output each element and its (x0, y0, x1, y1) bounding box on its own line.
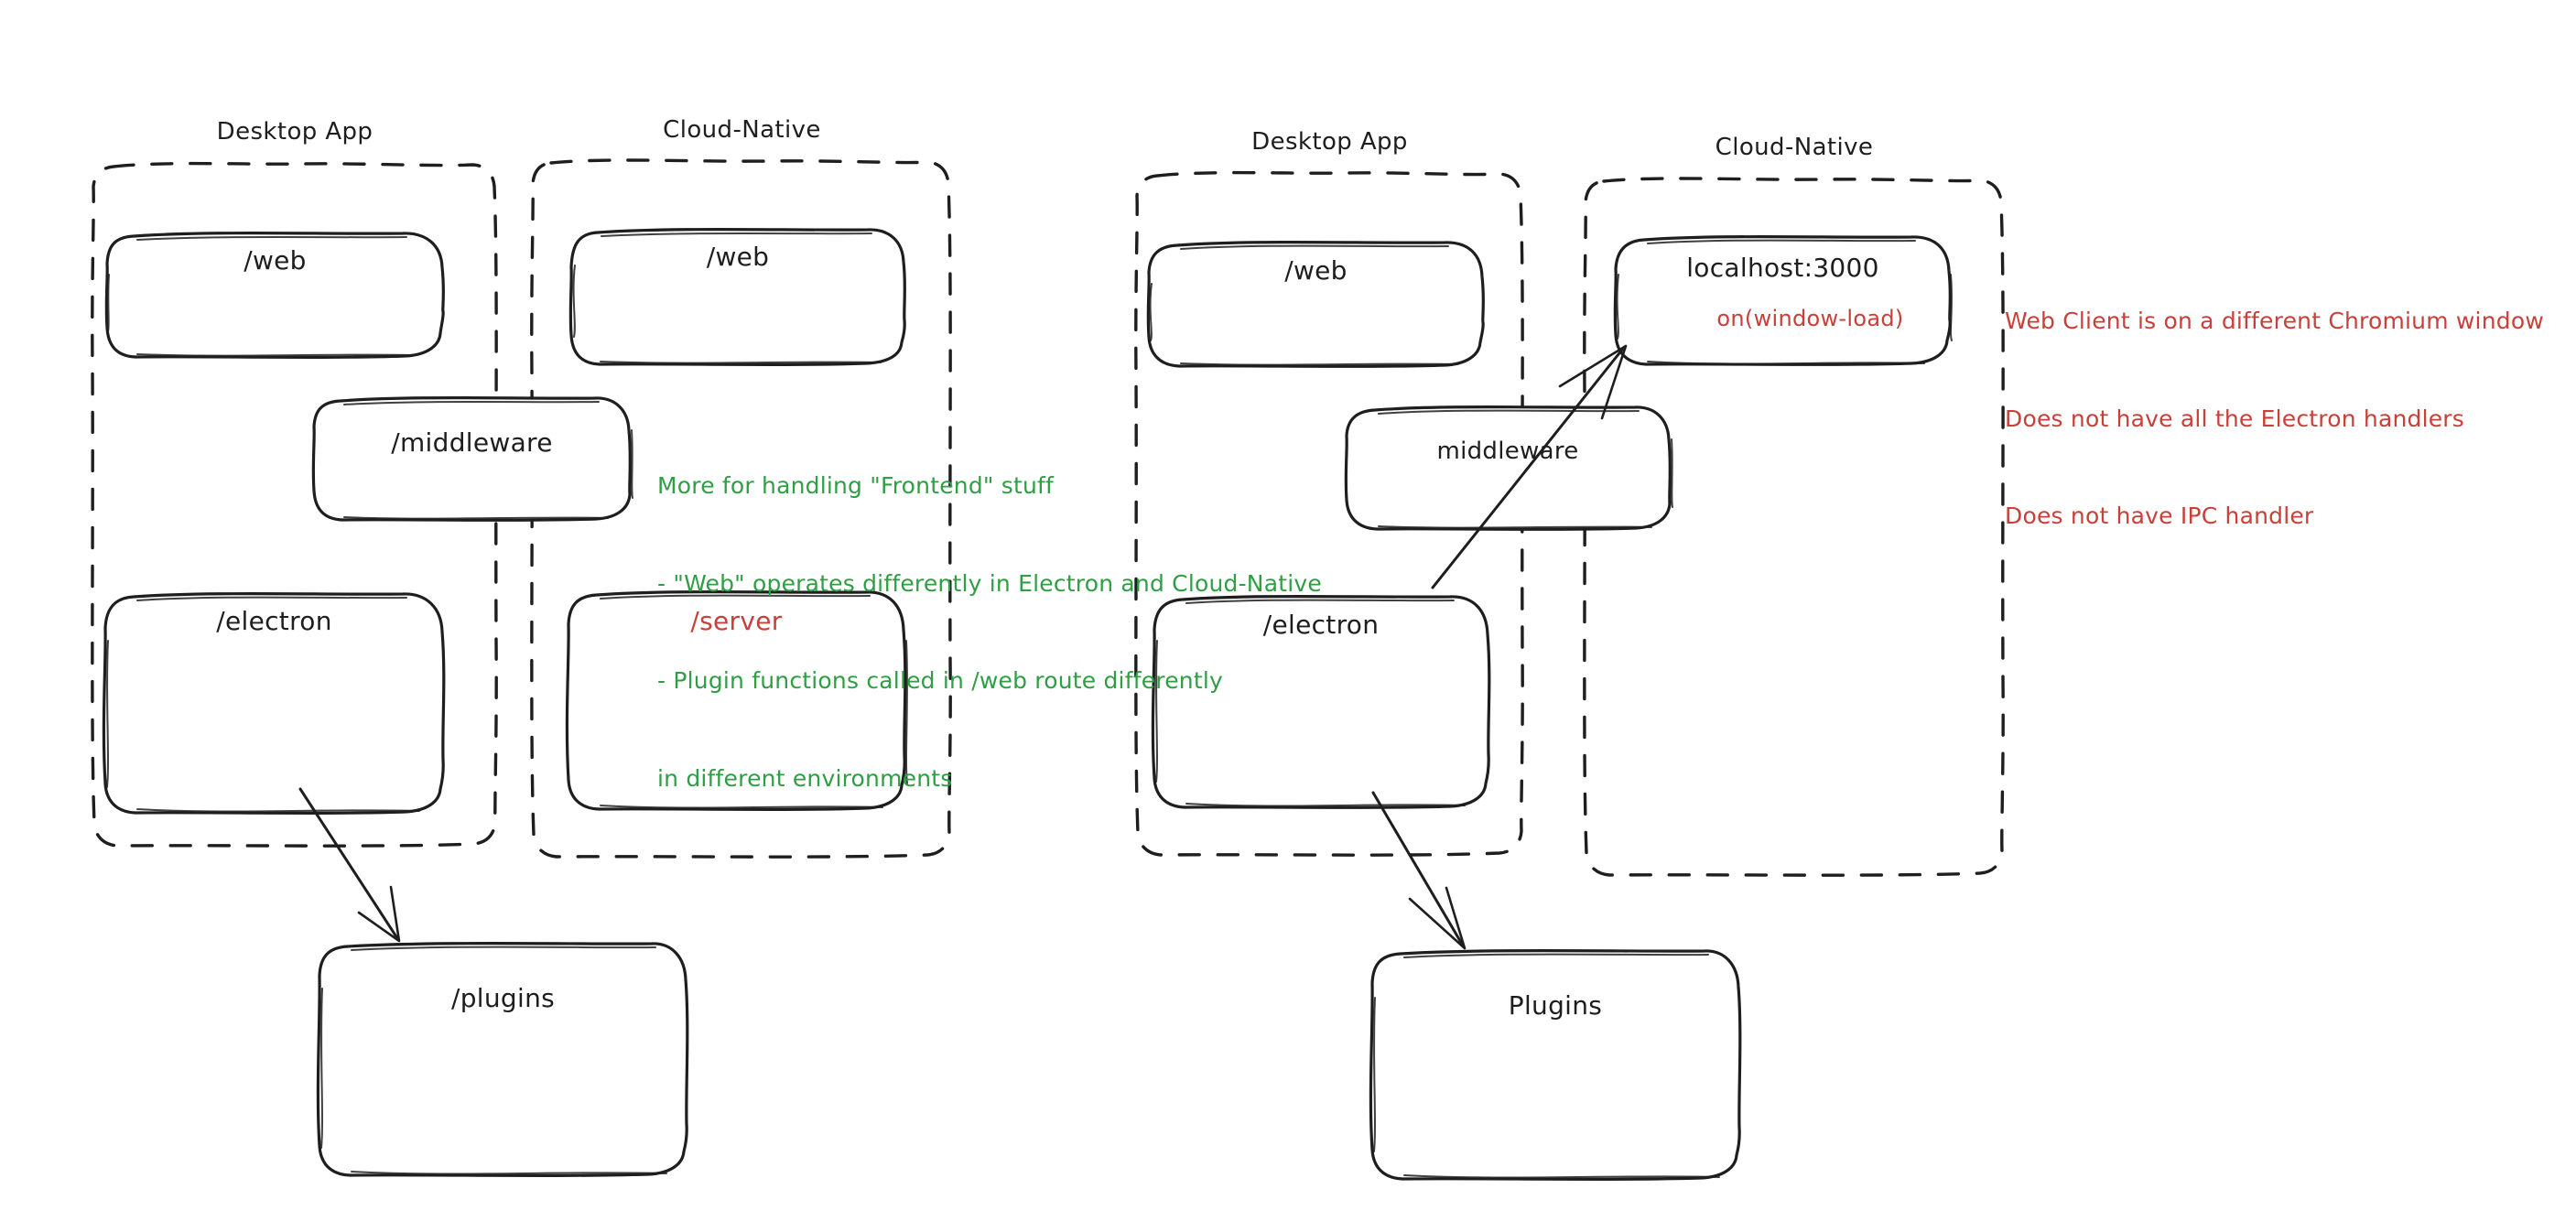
node-box-left-web-desktop[interactable] (104, 232, 445, 359)
node-label-right-middleware: middleware (1436, 438, 1579, 465)
node-label-right-electron: /electron (1262, 610, 1380, 640)
node-label-left-plugins: /plugins (450, 983, 556, 1013)
arrow-right-electron-to-plugins (1371, 791, 1467, 950)
node-box-right-middleware[interactable] (1344, 405, 1673, 531)
node-label-left-electron: /electron (216, 606, 332, 636)
node-label-right-localhost: localhost:3000 (1686, 253, 1879, 283)
node-label-right-web: /web (1284, 255, 1348, 286)
node-box-left-plugins[interactable] (316, 942, 689, 1177)
node-label-left-server: /server (690, 606, 783, 636)
group-title-left-cloud: Cloud-Native (663, 116, 821, 144)
annotation-green-note: More for handling "Frontend" stuff - "We… (657, 405, 1399, 827)
group-title-left-desktop: Desktop App (216, 118, 373, 146)
group-outline-left-desktop (91, 161, 498, 848)
node-box-right-web[interactable] (1146, 241, 1485, 368)
node-label-left-middleware: /middleware (391, 427, 553, 458)
node-box-left-web-cloud[interactable] (568, 228, 906, 366)
annotation-green-line-3: - Plugin functions called in /web route … (657, 667, 1223, 694)
node-box-right-localhost[interactable] (1613, 235, 1953, 366)
node-box-left-electron[interactable] (102, 592, 446, 815)
arrow-left-electron-to-plugins (298, 787, 401, 943)
group-title-right-desktop: Desktop App (1251, 128, 1408, 156)
group-outline-right-cloud (1583, 177, 2005, 877)
annotation-green-line-1: More for handling "Frontend" stuff (657, 472, 1055, 499)
annotation-green-line-2: - "Web" operates differently in Electron… (657, 569, 1322, 597)
group-title-right-cloud: Cloud-Native (1715, 134, 1874, 161)
annotation-red-line-3: Does not have IPC handler (2005, 503, 2314, 529)
annotation-green-line-4: in different environments (657, 764, 953, 792)
node-box-right-plugins[interactable] (1369, 949, 1742, 1181)
arrow-right-electron-to-localhost (1431, 344, 1628, 589)
node-label-right-plugins: Plugins (1508, 990, 1603, 1021)
node-box-left-server[interactable] (565, 590, 908, 811)
annotation-red-line-1: Web Client is on a different Chromium wi… (2005, 308, 2544, 334)
annotation-red-line-2: Does not have all the Electron handlers (2005, 405, 2465, 432)
group-outline-left-cloud (530, 158, 952, 859)
node-label-left-web-cloud: /web (706, 242, 770, 272)
node-box-right-electron[interactable] (1151, 595, 1491, 809)
node-sublabel-right-localhost: on(window-load) (1716, 306, 1904, 331)
node-label-left-web-desktop: /web (244, 245, 307, 276)
annotation-red-note: Web Client is on a different Chromium wi… (2005, 240, 2563, 565)
node-box-left-middleware[interactable] (311, 396, 633, 522)
